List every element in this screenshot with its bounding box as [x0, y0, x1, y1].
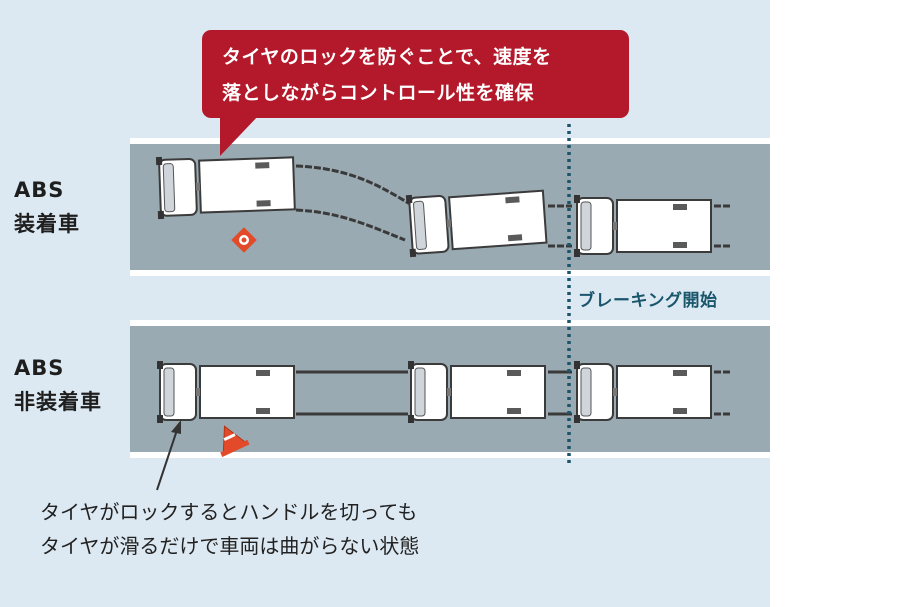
truck-abs-end — [154, 151, 297, 221]
lane-label-no-abs: ABS 非装着車 — [14, 351, 102, 419]
traffic-cone-icon — [220, 425, 250, 458]
truck-no-abs-end — [156, 360, 295, 424]
abs-comparison-diagram — [130, 124, 770, 491]
callout-box: タイヤのロックを防ぐことで、速度を 落としながらコントロール性を確保 — [202, 30, 629, 118]
callout-line-1: タイヤのロックを防ぐことで、速度を — [222, 46, 552, 68]
truck-abs-start — [573, 194, 712, 258]
note-line-2: タイヤが滑るだけで車両は曲がらない状態 — [40, 534, 420, 558]
pointer-arrow — [156, 420, 181, 491]
lane-label-abs: ABS 装着車 — [14, 173, 80, 241]
truck-no-abs-mid — [407, 360, 546, 424]
lane-label-no-abs-line2: 非装着車 — [14, 390, 102, 414]
note-line-1: タイヤがロックするとハンドルを切っても — [40, 500, 418, 524]
callout-tail — [220, 114, 260, 156]
tire-tracks-abs — [295, 164, 730, 248]
callout-line-2: 落としながらコントロール性を確保 — [222, 82, 535, 104]
braking-start-label: ブレーキング開始 — [578, 291, 718, 311]
locked-tire-note: タイヤがロックするとハンドルを切っても タイヤが滑るだけで車両は曲がらない状態 — [40, 495, 419, 563]
lane-label-no-abs-line1: ABS — [14, 356, 65, 380]
lane-label-abs-line1: ABS — [14, 178, 65, 202]
lane-label-abs-line2: 装着車 — [14, 212, 80, 236]
truck-no-abs-start — [573, 360, 712, 424]
